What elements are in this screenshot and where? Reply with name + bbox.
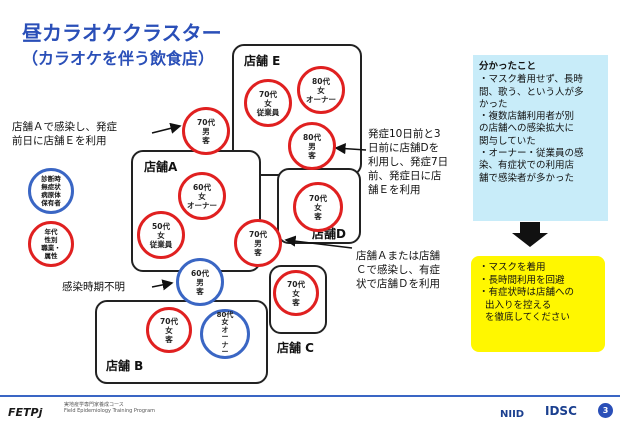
niid-logo: NIID xyxy=(500,402,524,421)
findings-line: 関与していた xyxy=(479,135,536,147)
arrow-right-mid xyxy=(284,235,353,249)
findings-line: ・マスク着用せず、長時 xyxy=(479,74,583,86)
case-store-c-guest: 70代女客 xyxy=(273,270,319,316)
case-store-b-owner-asymptomatic: 80代 女 オ ー ナ ー xyxy=(200,309,250,359)
store-a-label: 店舗A xyxy=(144,160,178,174)
findings-panel: 分かったこと ・マスク着用せず、長時 間、歌う、という人が多 かった ・複数店舗… xyxy=(473,55,608,221)
case-store-e-worker: 70代女従業員 xyxy=(244,79,292,127)
store-c-label: 店舗 C xyxy=(277,341,314,355)
recommendation-line: ・マスクを着用 xyxy=(479,262,546,273)
findings-line: ・オーナー・従業員の感 xyxy=(479,148,584,160)
program-name: 実地疫学専門家養成コース Field Epidemiology Training… xyxy=(64,402,156,414)
case-store-a-worker: 50代女従業員 xyxy=(137,211,185,259)
fetpj-logo-text: FETPj xyxy=(8,406,43,419)
arrow-right-top xyxy=(334,143,367,155)
fetpj-logo: FETPj xyxy=(8,401,42,420)
case-store-d-guest: 70代女客 xyxy=(293,182,343,232)
findings-heading: 分かったこと xyxy=(479,61,537,72)
case-man-70s-top: 70代男客 xyxy=(182,107,230,155)
recommendation-line: ・長時間利用を回避 xyxy=(479,274,565,286)
recommendation-line: を徹底してください xyxy=(485,312,570,324)
findings-line: の店舗への感染拡大に xyxy=(479,123,575,135)
recommendation-line: 出入りを控える xyxy=(485,299,552,311)
findings-line: かった xyxy=(479,98,508,110)
case-man-60s-asymptomatic: 60代男客 xyxy=(176,258,224,306)
page-title: 昼カラオケクラスター xyxy=(22,21,222,45)
recommendations-panel: ・マスクを着用 ・長時間利用を回避 ・有症状時は店舗への 出入りを控える を徹底… xyxy=(471,256,605,352)
case-man-70s-mid: 70代男客 xyxy=(234,219,282,267)
page-subtitle: （カラオケを伴う飲食店） xyxy=(22,49,215,68)
footer-divider xyxy=(0,395,620,397)
findings-line: 染、有症状での利用店 xyxy=(479,160,575,172)
findings-line: 舗で感染者が多かった xyxy=(479,172,575,184)
niid-logo-text: NIID xyxy=(500,409,525,420)
legend-asymptomatic-key: 診断時無症状病原体保有者 xyxy=(28,168,74,214)
case-man-80s: 80代男客 xyxy=(288,122,336,170)
store-e-label: 店舗 E xyxy=(244,54,281,68)
note-left-mid: 感染時期不明 xyxy=(62,281,125,293)
idsc-logo-text: IDSC xyxy=(545,404,577,418)
case-store-b-guest: 70代女客 xyxy=(146,307,192,353)
page-number: 3 xyxy=(598,403,613,418)
findings-line: 間、歌う、という人が多 xyxy=(479,86,584,98)
down-arrow xyxy=(512,222,548,247)
recommendation-line: ・有症状時は店舗への xyxy=(479,287,575,299)
case-store-a-owner: 60代女オーナー xyxy=(178,172,226,220)
idsc-logo: IDSC xyxy=(545,400,577,419)
legend-symptomatic-key: 年代性別職業・属性 xyxy=(28,221,74,267)
note-left-top: 店舗Ａで感染し、発症前日に店舗Ｅを利用 xyxy=(12,121,117,147)
store-b-label: 店舗 B xyxy=(106,359,144,373)
arrow-left-mid xyxy=(151,279,174,291)
arrow-left-top xyxy=(151,122,182,134)
case-store-e-owner: 80代女オーナー xyxy=(297,66,345,114)
findings-line: ・複数店舗利用者が別 xyxy=(479,111,575,123)
